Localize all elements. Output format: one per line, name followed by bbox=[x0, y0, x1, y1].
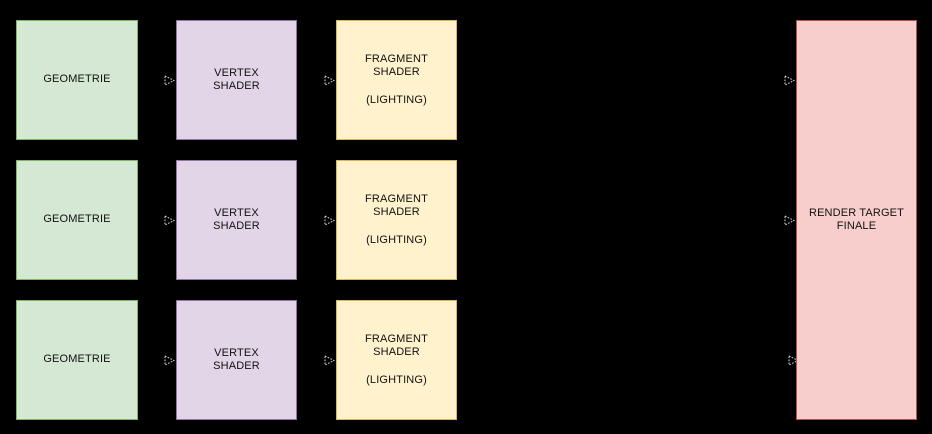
arrowhead-right-icon bbox=[324, 355, 335, 366]
arrowhead-right-icon bbox=[784, 75, 795, 86]
node-label-note: (LIGHTING) bbox=[366, 233, 427, 246]
node-label-line-2: SHADER bbox=[373, 66, 420, 79]
node-label-line-1: FRAGMENT bbox=[365, 192, 428, 205]
node-label-note: (LIGHTING) bbox=[366, 93, 427, 106]
node-label-line-2: SHADER bbox=[213, 360, 260, 372]
arrowhead-right-icon bbox=[164, 355, 175, 366]
arrowhead-right-icon bbox=[784, 215, 795, 226]
node-fragment-shader-row-2[interactable]: FRAGMENT SHADER (LIGHTING) bbox=[336, 160, 457, 280]
node-label-line-2: FINALE bbox=[836, 220, 877, 232]
node-render-target-finale[interactable]: RENDER TARGET FINALE bbox=[796, 20, 917, 420]
node-geometry-row-3[interactable]: GEOMETRIE bbox=[16, 300, 138, 420]
node-label-line-1: RENDER TARGET bbox=[808, 206, 905, 219]
node-label-line-2: SHADER bbox=[373, 346, 420, 359]
node-label-line-1: VERTEX bbox=[214, 66, 259, 79]
node-vertex-shader-row-3[interactable]: VERTEX SHADER bbox=[176, 300, 297, 420]
node-vertex-shader-row-2[interactable]: VERTEX SHADER bbox=[176, 160, 297, 280]
node-label: GEOMETRIE bbox=[43, 73, 111, 86]
node-geometry-row-1[interactable]: GEOMETRIE bbox=[16, 20, 138, 140]
arrowhead-right-icon bbox=[324, 215, 335, 226]
node-label-line-1: VERTEX bbox=[214, 346, 259, 359]
node-fragment-shader-row-3[interactable]: FRAGMENT SHADER (LIGHTING) bbox=[336, 300, 457, 420]
arrowhead-right-icon bbox=[164, 75, 175, 86]
node-label-line-2: SHADER bbox=[213, 80, 260, 92]
node-label-line-1: VERTEX bbox=[214, 206, 259, 219]
node-geometry-row-2[interactable]: GEOMETRIE bbox=[16, 160, 138, 280]
node-label-line-1: FRAGMENT bbox=[365, 332, 428, 345]
node-label-note: (LIGHTING) bbox=[366, 373, 427, 386]
node-label: GEOMETRIE bbox=[43, 213, 111, 226]
node-label-line-2: SHADER bbox=[213, 220, 260, 232]
arrowhead-right-icon bbox=[324, 75, 335, 86]
node-fragment-shader-row-1[interactable]: FRAGMENT SHADER (LIGHTING) bbox=[336, 20, 457, 140]
node-label: GEOMETRIE bbox=[43, 353, 111, 366]
arrowhead-right-icon bbox=[164, 215, 175, 226]
node-vertex-shader-row-1[interactable]: VERTEX SHADER bbox=[176, 20, 297, 140]
node-label-line-2: SHADER bbox=[373, 206, 420, 219]
node-label-line-1: FRAGMENT bbox=[365, 52, 428, 65]
